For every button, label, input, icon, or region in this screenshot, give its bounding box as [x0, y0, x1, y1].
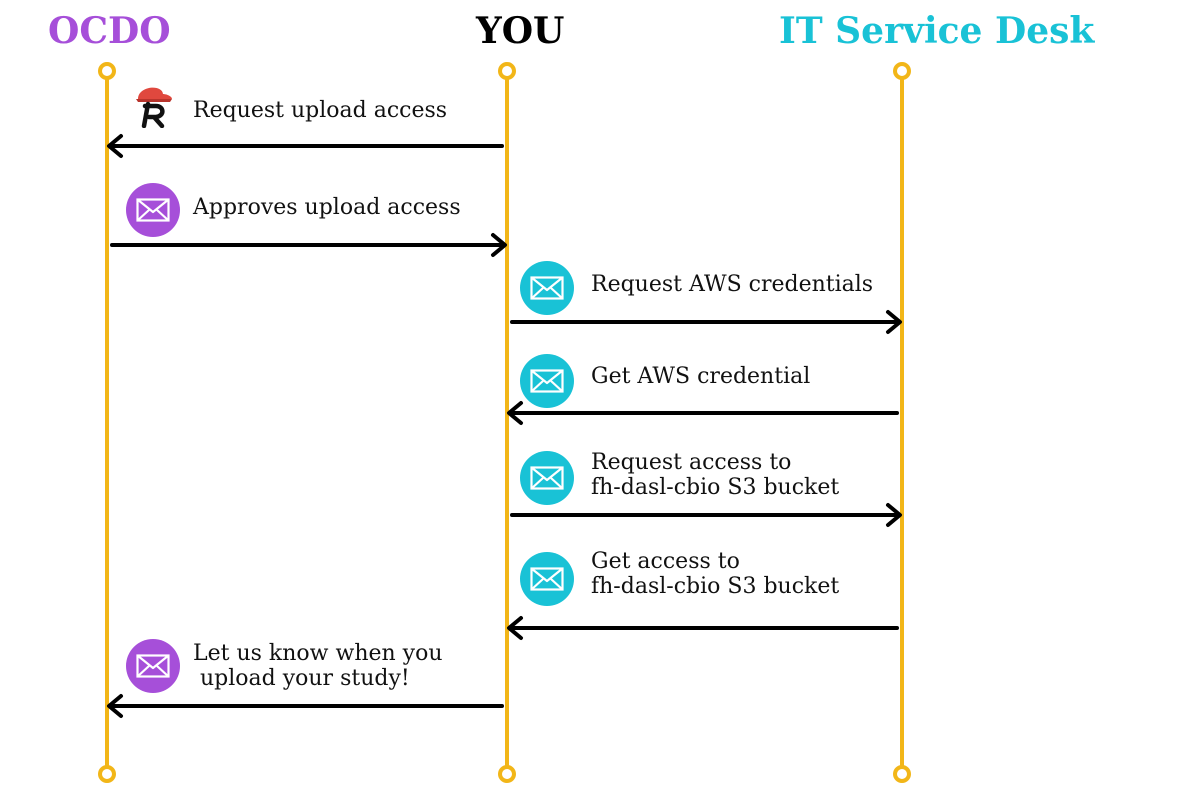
message-label: Get AWS credential	[591, 364, 810, 389]
message-line: fh-dasl-cbio S3 bucket	[591, 574, 840, 599]
arrowhead	[491, 233, 507, 257]
envelope-glyph	[530, 369, 564, 393]
arrowhead	[886, 503, 902, 527]
arrowhead	[107, 694, 123, 718]
lifeline-bottom-node-ocdo	[98, 765, 116, 783]
envelope-glyph	[136, 654, 170, 678]
envelope-icon	[520, 451, 574, 505]
message-arrow	[507, 616, 899, 640]
message-line: Let us know when you	[193, 641, 443, 666]
message-line: fh-dasl-cbio S3 bucket	[591, 475, 840, 500]
message-label: Request AWS credentials	[591, 272, 873, 297]
arrowhead	[507, 616, 523, 640]
envelope-icon	[126, 639, 180, 693]
envelope-glyph	[530, 466, 564, 490]
message-arrow	[510, 310, 902, 334]
lifeline-bottom-node-it	[893, 765, 911, 783]
envelope-icon	[126, 183, 180, 237]
message-label: Approves upload access	[193, 195, 461, 220]
message-arrow	[107, 694, 504, 718]
message-line: upload your study!	[193, 666, 410, 691]
r-logo-icon	[132, 82, 176, 129]
envelope-glyph	[136, 198, 170, 222]
arrowhead	[886, 310, 902, 334]
envelope-icon	[520, 354, 574, 408]
lifeline-top-node-you	[498, 62, 516, 80]
message-arrow	[107, 134, 504, 158]
arrowhead	[107, 134, 123, 158]
message-line: Approves upload access	[193, 195, 461, 220]
message-arrow	[110, 233, 507, 257]
message-line: Get AWS credential	[591, 364, 811, 389]
lifeline-bottom-node-you	[498, 765, 516, 783]
lifeline-top-node-ocdo	[98, 62, 116, 80]
message-line: Get access to	[591, 549, 740, 574]
message-label: Let us know when you upload your study!	[193, 641, 443, 691]
message-arrow	[510, 503, 902, 527]
lane-title-ocdo: OCDO	[48, 10, 171, 52]
message-label: Request upload access	[193, 98, 447, 123]
message-line: Request access to	[591, 450, 792, 475]
lane-title-it-service-desk: IT Service Desk	[779, 10, 1095, 52]
message-arrow	[507, 401, 899, 425]
message-line: Request upload access	[193, 98, 448, 123]
lifeline-top-node-it	[893, 62, 911, 80]
lane-title-you: YOU	[476, 10, 565, 52]
envelope-icon	[520, 552, 574, 606]
arrowhead	[507, 401, 523, 425]
message-line: Request AWS credentials	[591, 272, 874, 297]
envelope-glyph	[530, 276, 564, 300]
envelope-glyph	[530, 567, 564, 591]
envelope-icon	[520, 261, 574, 315]
